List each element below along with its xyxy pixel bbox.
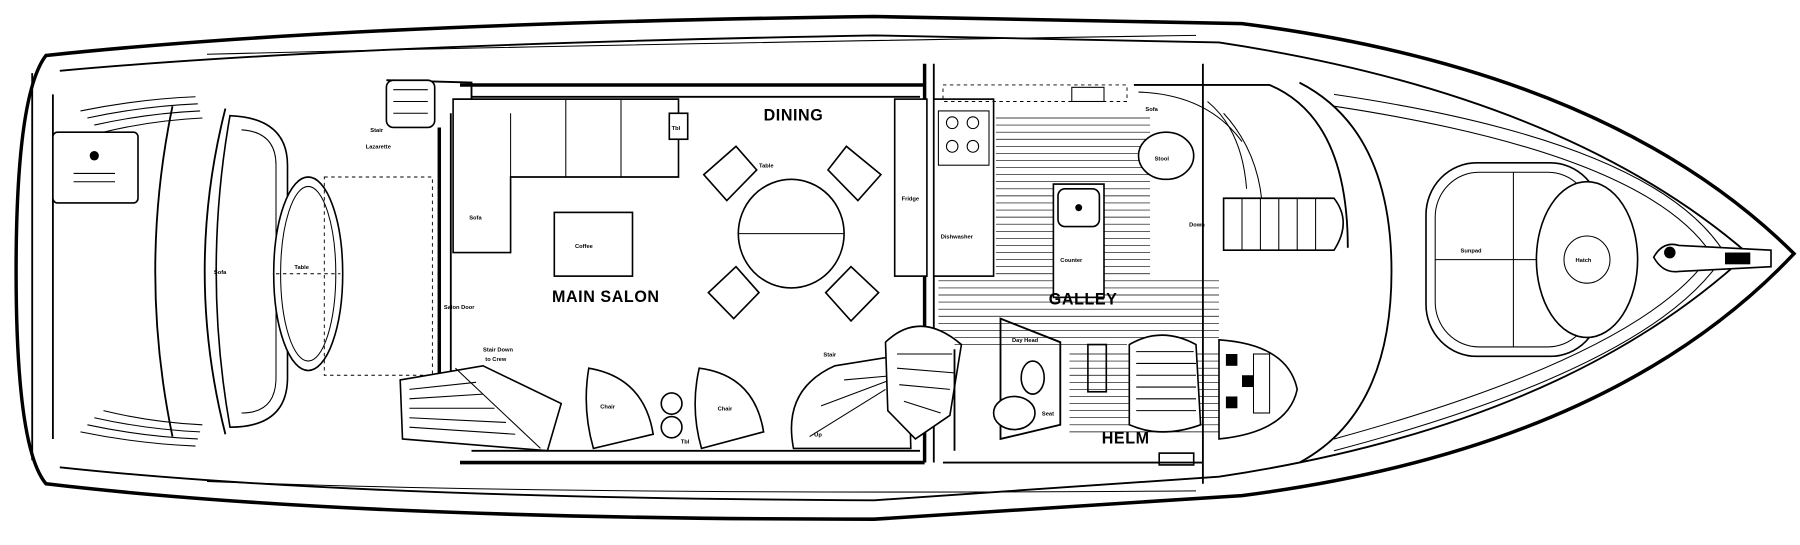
galley-stool [1137,131,1195,181]
svg-text:Day Head: Day Head [1012,338,1039,344]
svg-text:Chair: Chair [718,407,733,413]
label-dining: DINING [764,106,824,124]
helm-gauge-2 [1242,375,1254,388]
foredeck: Sunpad Hatch [1299,81,1772,464]
aft-bench-cushion [215,114,289,428]
stern-platform: Sofa Table Lazarette [31,73,433,461]
svg-text:Fridge: Fridge [902,197,920,203]
helm-gauge-3 [1225,396,1238,409]
stern-steps-lower [80,410,203,447]
svg-text:Dishwasher: Dishwasher [941,234,974,240]
salon-chairs: Chair Chair Tbl [585,367,765,450]
forward-stair-down [1222,197,1345,251]
stern-control-dot [89,151,99,161]
stern-control-panel [52,131,139,204]
svg-text:Down: Down [1189,223,1205,229]
anchor-windlass [1652,243,1772,273]
salon-chair-left [585,367,655,450]
svg-text:Seat: Seat [1042,411,1054,417]
lazarette-hatch [323,176,433,376]
label-main-salon: MAIN SALON [552,288,660,306]
svg-text:Lazarette: Lazarette [366,145,392,151]
dining-chair-2 [826,145,883,202]
galley-cabinets [942,84,1128,102]
forward-hatch [1535,180,1639,339]
helm-seat [1128,334,1202,433]
svg-text:Salon Door: Salon Door [444,305,475,311]
galley-counter [932,98,995,277]
svg-text:Stair Down: Stair Down [483,348,513,354]
salon-chair-right [694,367,765,450]
aft-stair-top [385,79,436,129]
label-galley: GALLEY [1049,290,1118,308]
label-helm: HELM [1102,430,1150,448]
aft-lower-stair [399,364,563,452]
svg-text:to Crew: to Crew [485,357,507,363]
sofa-label: Sofa [214,270,227,276]
svg-text:Sofa: Sofa [469,215,482,221]
svg-text:Sunpad: Sunpad [1461,248,1482,254]
svg-text:Stair: Stair [823,352,836,358]
stern-steps-upper [80,96,203,133]
svg-text:Table: Table [759,164,774,170]
svg-text:Table: Table [294,265,309,271]
svg-text:Coffee: Coffee [575,244,594,250]
svg-text:Stair: Stair [370,128,383,134]
head-sink [1020,360,1046,395]
dining-chair-4 [824,265,880,323]
helm-station: Day Head Seat [942,63,1299,484]
svg-text:Tbl: Tbl [672,126,681,132]
aft-cocktail-table [272,176,344,372]
helm-door-sill [1158,452,1195,466]
dining-chair-3 [707,265,761,320]
svg-text:Counter: Counter [1060,258,1083,264]
ottoman-2 [660,415,683,439]
svg-text:Chair: Chair [600,404,615,410]
head-toilet [992,395,1036,431]
svg-text:Up: Up [814,433,822,439]
helm-gauge-1 [1225,354,1238,366]
spiral-stair: Up Stair [790,325,963,450]
svg-text:Stool: Stool [1155,156,1170,162]
fridge-column [893,98,928,277]
helm-console [1218,338,1299,440]
salon-coffee-table [553,211,634,277]
svg-text:Hatch: Hatch [1576,258,1592,264]
svg-text:Sofa: Sofa [1145,107,1158,113]
end-table [668,112,689,141]
ottoman-1 [660,392,683,416]
salon-bulkhead: Stair Stair Down to Crew Salon Door [370,79,563,452]
dining-set: Table [702,145,883,323]
dining-chair-1 [702,145,758,202]
svg-text:Tbl: Tbl [681,440,690,446]
salon-l-sofa: Sofa Tbl [452,98,689,254]
galley: Fridge Dishwasher [893,84,1349,345]
